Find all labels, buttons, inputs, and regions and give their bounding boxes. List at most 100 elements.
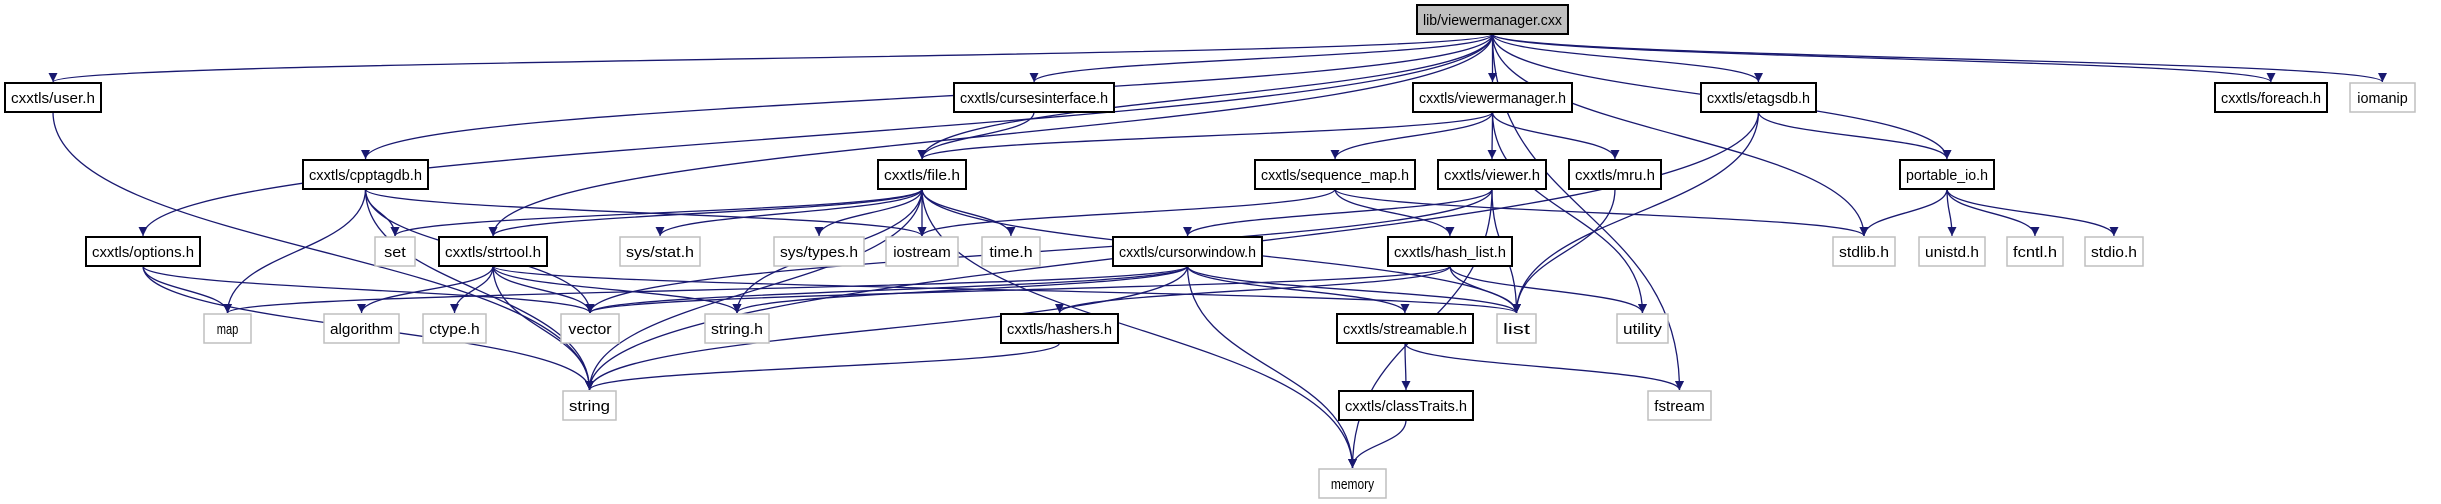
node-box — [1112, 236, 1263, 267]
node-label: iostream — [893, 244, 951, 261]
edge-streamable-to-fstream — [1404, 342, 1684, 391]
node-box — [619, 236, 701, 267]
node-box — [773, 236, 865, 267]
node-file[interactable]: cxxtls/file.h — [877, 159, 967, 190]
node-list[interactable]: list — [1496, 313, 1537, 344]
node-label: time.h — [989, 244, 1032, 261]
node-iomanip[interactable]: iomanip — [2349, 82, 2416, 113]
node-stringh[interactable]: string.h — [704, 313, 770, 344]
node-memory[interactable]: memory — [1318, 468, 1387, 499]
node-label: string — [569, 398, 610, 415]
node-foreach[interactable]: cxxtls/foreach.h — [2214, 82, 2328, 113]
node-label: memory — [1331, 476, 1375, 493]
edge-portable-to-unistd — [1946, 188, 1957, 237]
node-viewer[interactable]: cxxtls/viewer.h — [1437, 159, 1547, 190]
node-hashers[interactable]: cxxtls/hashers.h — [1000, 313, 1119, 344]
node-string[interactable]: string — [562, 390, 617, 421]
node-box — [1254, 159, 1416, 190]
node-mru[interactable]: cxxtls/mru.h — [1568, 159, 1662, 190]
node-box — [438, 236, 548, 267]
node-vector[interactable]: vector — [560, 313, 620, 344]
node-curses[interactable]: cxxtls/cursesinterface.h — [953, 82, 1115, 113]
edge-root-to-foreach — [1491, 33, 2276, 83]
node-ctype[interactable]: ctype.h — [422, 313, 487, 344]
node-portable[interactable]: portable_io.h — [1899, 159, 1995, 190]
edge-cpptag-to-iostream — [364, 188, 927, 237]
node-box — [4, 82, 102, 113]
node-iostream[interactable]: iostream — [885, 236, 959, 267]
edge-root-to-cpptag — [361, 33, 1494, 160]
node-user[interactable]: cxxtls/user.h — [4, 82, 102, 113]
node-label: cxxtls/cursesinterface.h — [960, 90, 1108, 107]
node-set[interactable]: set — [374, 236, 416, 267]
edge-user-to-string — [52, 111, 594, 391]
edge-root-to-stdlib — [1491, 33, 1869, 237]
edge-cpptag-to-map — [223, 188, 367, 314]
edge-file-to-systypes — [814, 188, 923, 237]
node-fstream[interactable]: fstream — [1647, 390, 1712, 421]
node-box — [562, 390, 617, 421]
node-label: lib/viewermanager.cxx — [1423, 12, 1562, 29]
edge-cursorwin-to-map — [223, 265, 1189, 314]
node-box — [1616, 313, 1669, 344]
node-systypes[interactable]: sys/types.h — [773, 236, 865, 267]
node-classtraits[interactable]: cxxtls/classTraits.h — [1338, 390, 1474, 421]
edge-options-to-vector — [142, 265, 595, 314]
edge-root-to-etags — [1491, 33, 1763, 83]
node-box — [2349, 82, 2416, 113]
node-box — [2006, 236, 2064, 267]
node-box — [2214, 82, 2328, 113]
node-label: cxxtls/file.h — [884, 167, 960, 184]
edge-hashlist-to-hashers — [1055, 265, 1451, 314]
node-label: cxxtls/user.h — [11, 90, 95, 107]
node-label: cxxtls/classTraits.h — [1345, 398, 1467, 415]
node-stdlib[interactable]: stdlib.h — [1832, 236, 1896, 267]
node-algorithm[interactable]: algorithm — [323, 313, 400, 344]
node-time[interactable]: time.h — [981, 236, 1041, 267]
node-label: map — [217, 321, 239, 338]
edge-cursorwin-to-streamable — [1186, 265, 1410, 314]
node-box — [85, 236, 201, 267]
node-etags[interactable]: cxxtls/etagsdb.h — [1700, 82, 1817, 113]
node-strtool[interactable]: cxxtls/strtool.h — [438, 236, 548, 267]
node-label: cxxtls/options.h — [92, 244, 194, 261]
edge-vmh-to-file — [917, 111, 1494, 160]
edge-cursorwin-to-vector — [585, 265, 1189, 314]
node-box — [1318, 468, 1387, 499]
node-root[interactable]: lib/viewermanager.cxx — [1416, 4, 1569, 35]
node-label: cxxtls/viewer.h — [1444, 167, 1540, 184]
node-cpptag[interactable]: cxxtls/cpptagdb.h — [302, 159, 429, 190]
edge-etags-to-list — [1512, 111, 1760, 314]
node-sysstat[interactable]: sys/stat.h — [619, 236, 701, 267]
node-utility[interactable]: utility — [1616, 313, 1669, 344]
node-seqmap[interactable]: cxxtls/sequence_map.h — [1254, 159, 1416, 190]
edge-root-to-user — [49, 33, 1494, 83]
edge-cursorwin-to-string — [585, 265, 1189, 391]
edge-root-to-file — [917, 33, 1494, 160]
node-stdio[interactable]: stdio.h — [2084, 236, 2144, 267]
edge-root-to-strtool — [488, 33, 1494, 237]
node-label: fstream — [1654, 398, 1704, 415]
node-box — [1647, 390, 1712, 421]
node-box — [560, 313, 620, 344]
node-label: algorithm — [330, 321, 393, 338]
edge-portable-to-fcntl — [1946, 188, 2040, 237]
edge-cursorwin-to-memory — [1186, 265, 1357, 469]
node-hashlist[interactable]: cxxtls/hash_list.h — [1387, 236, 1513, 267]
edge-cursorwin-to-list — [1186, 265, 1521, 314]
node-vmh[interactable]: cxxtls/viewermanager.h — [1412, 82, 1573, 113]
edge-hashlist-to-utility — [1449, 265, 1647, 314]
node-fcntl[interactable]: fcntl.h — [2006, 236, 2064, 267]
edge-vmh-to-mru — [1491, 111, 1620, 160]
node-unistd[interactable]: unistd.h — [1918, 236, 1986, 267]
edge-root-to-options — [138, 33, 1494, 237]
node-box — [953, 82, 1115, 113]
node-box — [704, 313, 770, 344]
node-label: cxxtls/cursorwindow.h — [1119, 244, 1256, 261]
node-cursorwin[interactable]: cxxtls/cursorwindow.h — [1112, 236, 1263, 267]
edge-root-to-curses — [1029, 33, 1494, 83]
node-options[interactable]: cxxtls/options.h — [85, 236, 201, 267]
node-map[interactable]: map — [203, 313, 252, 344]
node-streamable[interactable]: cxxtls/streamable.h — [1336, 313, 1474, 344]
node-label: sys/types.h — [780, 244, 858, 261]
